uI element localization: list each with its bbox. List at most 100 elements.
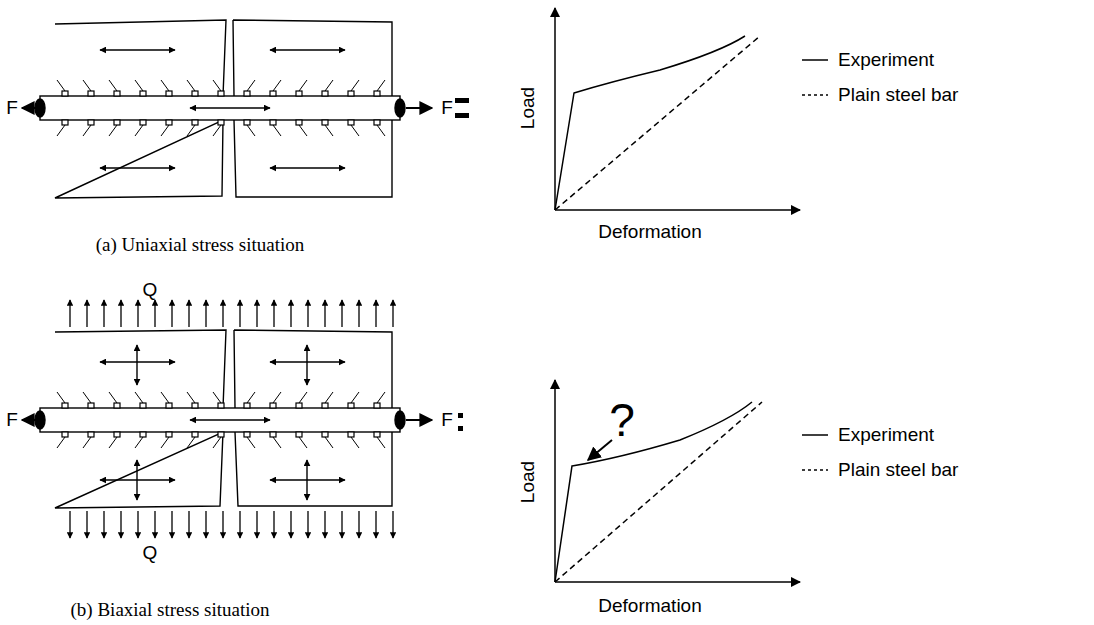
axis	[555, 209, 800, 211]
rib	[374, 432, 380, 437]
rib	[374, 91, 380, 96]
load-arrow	[256, 300, 257, 327]
force-arrow	[406, 107, 432, 109]
rib	[88, 432, 94, 437]
distributed-load	[70, 300, 393, 538]
bond-crack	[83, 437, 91, 448]
rib	[374, 120, 380, 125]
rib	[62, 120, 68, 125]
bond-crack	[351, 125, 359, 136]
load-arrow	[154, 511, 155, 538]
axis-label: Deformation	[598, 596, 702, 617]
load-arrow	[69, 300, 70, 327]
weld	[395, 99, 405, 117]
rib	[348, 120, 354, 125]
bond-crack	[299, 437, 307, 448]
rib	[166, 120, 172, 125]
legend-text: Plain steel bar	[838, 85, 958, 106]
rib	[140, 120, 146, 125]
load-label: Q	[143, 280, 158, 301]
axis-label: Load	[518, 461, 539, 503]
bond-crack	[247, 437, 255, 448]
rib	[244, 120, 250, 125]
force-arrow	[22, 107, 45, 109]
load-arrow	[341, 300, 342, 327]
stress-arrow	[100, 49, 175, 50]
bond-crack	[187, 80, 195, 91]
rib	[192, 403, 198, 408]
legend-sample	[802, 94, 828, 96]
load-arrow	[205, 300, 206, 327]
load-arrow	[392, 300, 393, 327]
load-arrow	[307, 511, 308, 538]
load-arrow	[205, 511, 206, 538]
rib	[296, 120, 302, 125]
axis	[555, 581, 800, 583]
rib	[88, 91, 94, 96]
bond-crack	[57, 125, 65, 136]
bond-crack	[213, 392, 221, 403]
load-label: Q	[143, 543, 158, 564]
rib	[218, 120, 224, 125]
rib	[244, 403, 250, 408]
legend-sample	[802, 59, 828, 61]
rib	[296, 432, 302, 437]
load-arrow	[358, 511, 359, 538]
axis-label: Load	[518, 87, 539, 129]
bond-crack	[83, 125, 91, 136]
load-arrow	[137, 300, 138, 327]
rib	[218, 432, 224, 437]
bond-crack	[299, 392, 307, 403]
load-arrow	[375, 300, 376, 327]
load-arrow	[188, 511, 189, 538]
bond-crack	[247, 80, 255, 91]
bond-crack	[109, 437, 117, 448]
rib	[114, 91, 120, 96]
force-label: F	[441, 98, 453, 119]
load-arrow	[69, 511, 70, 538]
bond-crack	[135, 125, 143, 136]
rib	[244, 91, 250, 96]
rib	[62, 91, 68, 96]
steel-bar	[40, 408, 400, 432]
bond-crack	[161, 125, 169, 136]
bond-crack	[273, 392, 281, 403]
bond-crack	[57, 392, 65, 403]
bond-crack	[377, 437, 385, 448]
bond-crack	[187, 437, 195, 448]
equals-sign	[455, 98, 469, 431]
bond-crack	[187, 392, 195, 403]
stress-arrow	[136, 345, 137, 385]
bond-crack	[377, 80, 385, 91]
load-arrow	[120, 511, 121, 538]
load-arrow	[375, 511, 376, 538]
uniaxial-specimen	[22, 20, 432, 198]
rib	[114, 403, 120, 408]
rib	[374, 403, 380, 408]
bond-crack	[109, 392, 117, 403]
load-arrow	[120, 300, 121, 327]
force-label: F	[6, 410, 18, 431]
experiment-curve	[555, 36, 745, 210]
bond-crack	[325, 437, 333, 448]
load-arrow	[273, 300, 274, 327]
rib	[140, 432, 146, 437]
rib	[192, 432, 198, 437]
rib	[114, 432, 120, 437]
rib	[192, 120, 198, 125]
rib	[270, 403, 276, 408]
rib	[270, 432, 276, 437]
bond-crack	[351, 437, 359, 448]
rib	[166, 91, 172, 96]
question-mark: ?	[609, 395, 635, 446]
rib	[322, 120, 328, 125]
steel-stress-arrow	[190, 419, 270, 420]
rib	[62, 403, 68, 408]
rib	[296, 403, 302, 408]
load-arrow	[273, 511, 274, 538]
weld	[395, 411, 405, 429]
plain-bar-line	[555, 36, 760, 210]
load-arrow	[86, 511, 87, 538]
legend-text: Plain steel bar	[838, 460, 958, 481]
load-arrow	[358, 300, 359, 327]
